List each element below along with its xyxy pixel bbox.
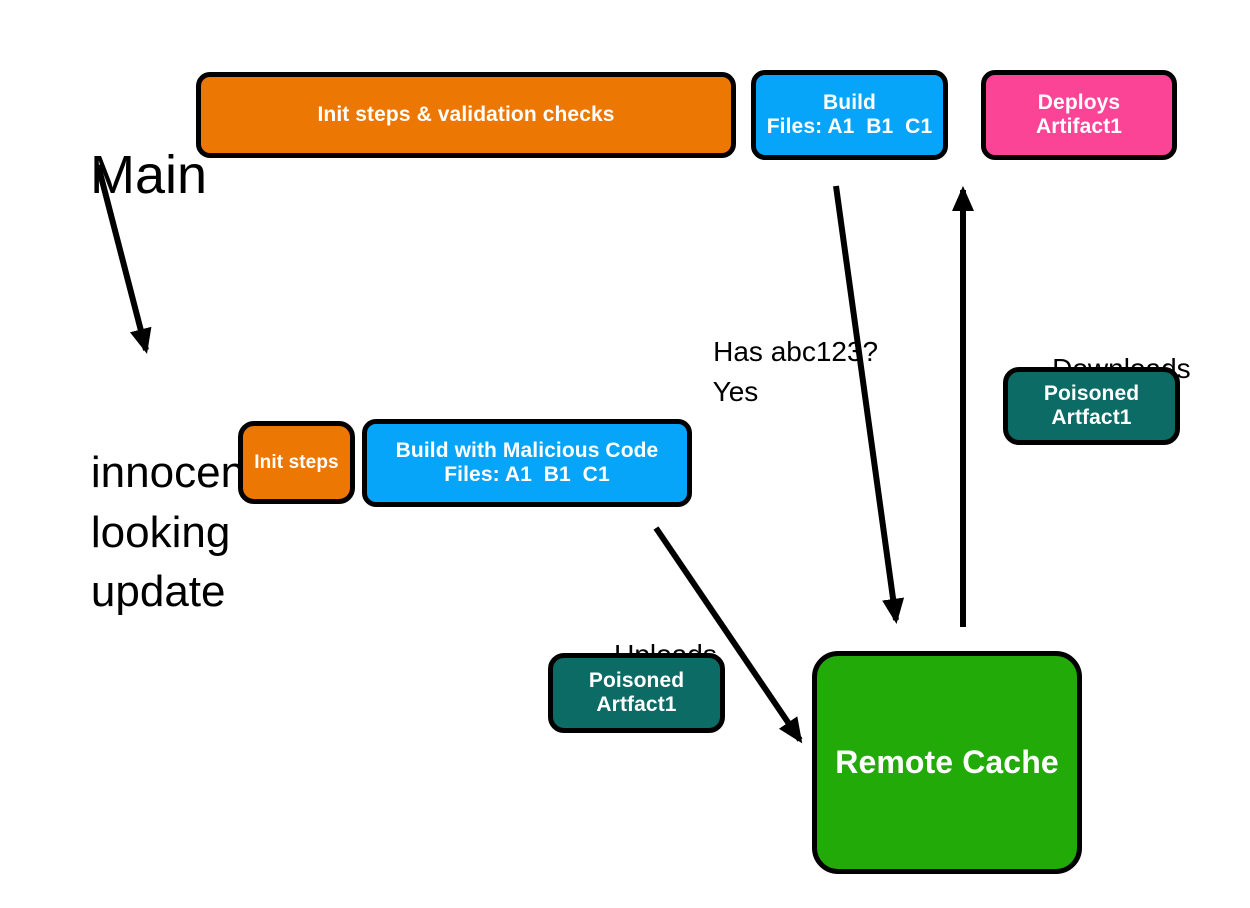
- node-build-main-line-1: Build: [823, 91, 876, 115]
- node-deploys-line-2: Artifact1: [1035, 115, 1123, 138]
- node-init-steps[interactable]: Init steps: [238, 421, 355, 504]
- node-deploys-line-1: Deploys: [1037, 91, 1121, 115]
- node-poisoned-artifact-upload[interactable]: Poisoned Artfact1: [548, 653, 725, 733]
- node-deploys-artifact1[interactable]: Deploys Artifact1: [981, 70, 1177, 160]
- branch-label-main-text: Main: [90, 145, 208, 206]
- branch-label-innocent-update: innocent looking update: [42, 383, 257, 682]
- innocent-line-3: update: [90, 567, 226, 617]
- node-build-malicious-line-1: Build with Malicious Code: [395, 439, 659, 463]
- node-build-main[interactable]: Build Files: A1 B1 C1: [751, 70, 948, 160]
- node-init-steps-validation-checks[interactable]: Init steps & validation checks: [196, 72, 736, 158]
- cache-query-label: Has abc123? Yes: [682, 292, 879, 451]
- node-poisoned-upload-line-1: Poisoned: [588, 669, 685, 693]
- cache-query-line-2: Yes: [712, 375, 759, 407]
- node-build-main-line-2: Files: A1 B1 C1: [766, 115, 933, 138]
- node-build-with-malicious-code[interactable]: Build with Malicious Code Files: A1 B1 C…: [362, 419, 692, 507]
- node-poisoned-download-line-2: Artfact1: [1051, 406, 1132, 429]
- node-remote-cache-line-1: Remote Cache: [835, 743, 1059, 780]
- node-remote-cache[interactable]: Remote Cache: [812, 651, 1082, 874]
- node-build-malicious-line-2: Files: A1 B1 C1: [444, 463, 610, 486]
- node-poisoned-download-line-1: Poisoned: [1043, 382, 1140, 406]
- node-poisoned-artifact-download[interactable]: Poisoned Artfact1: [1003, 367, 1180, 445]
- node-poisoned-upload-line-2: Artfact1: [596, 693, 677, 716]
- node-init-steps-line-1: Init steps: [254, 451, 339, 473]
- node-init-validation-line-1: Init steps & validation checks: [317, 103, 615, 127]
- innocent-line-1: innocent: [90, 447, 258, 497]
- innocent-line-2: looking: [90, 507, 231, 557]
- cache-query-line-1: Has abc123?: [713, 335, 879, 367]
- branch-label-main: Main: [30, 88, 207, 263]
